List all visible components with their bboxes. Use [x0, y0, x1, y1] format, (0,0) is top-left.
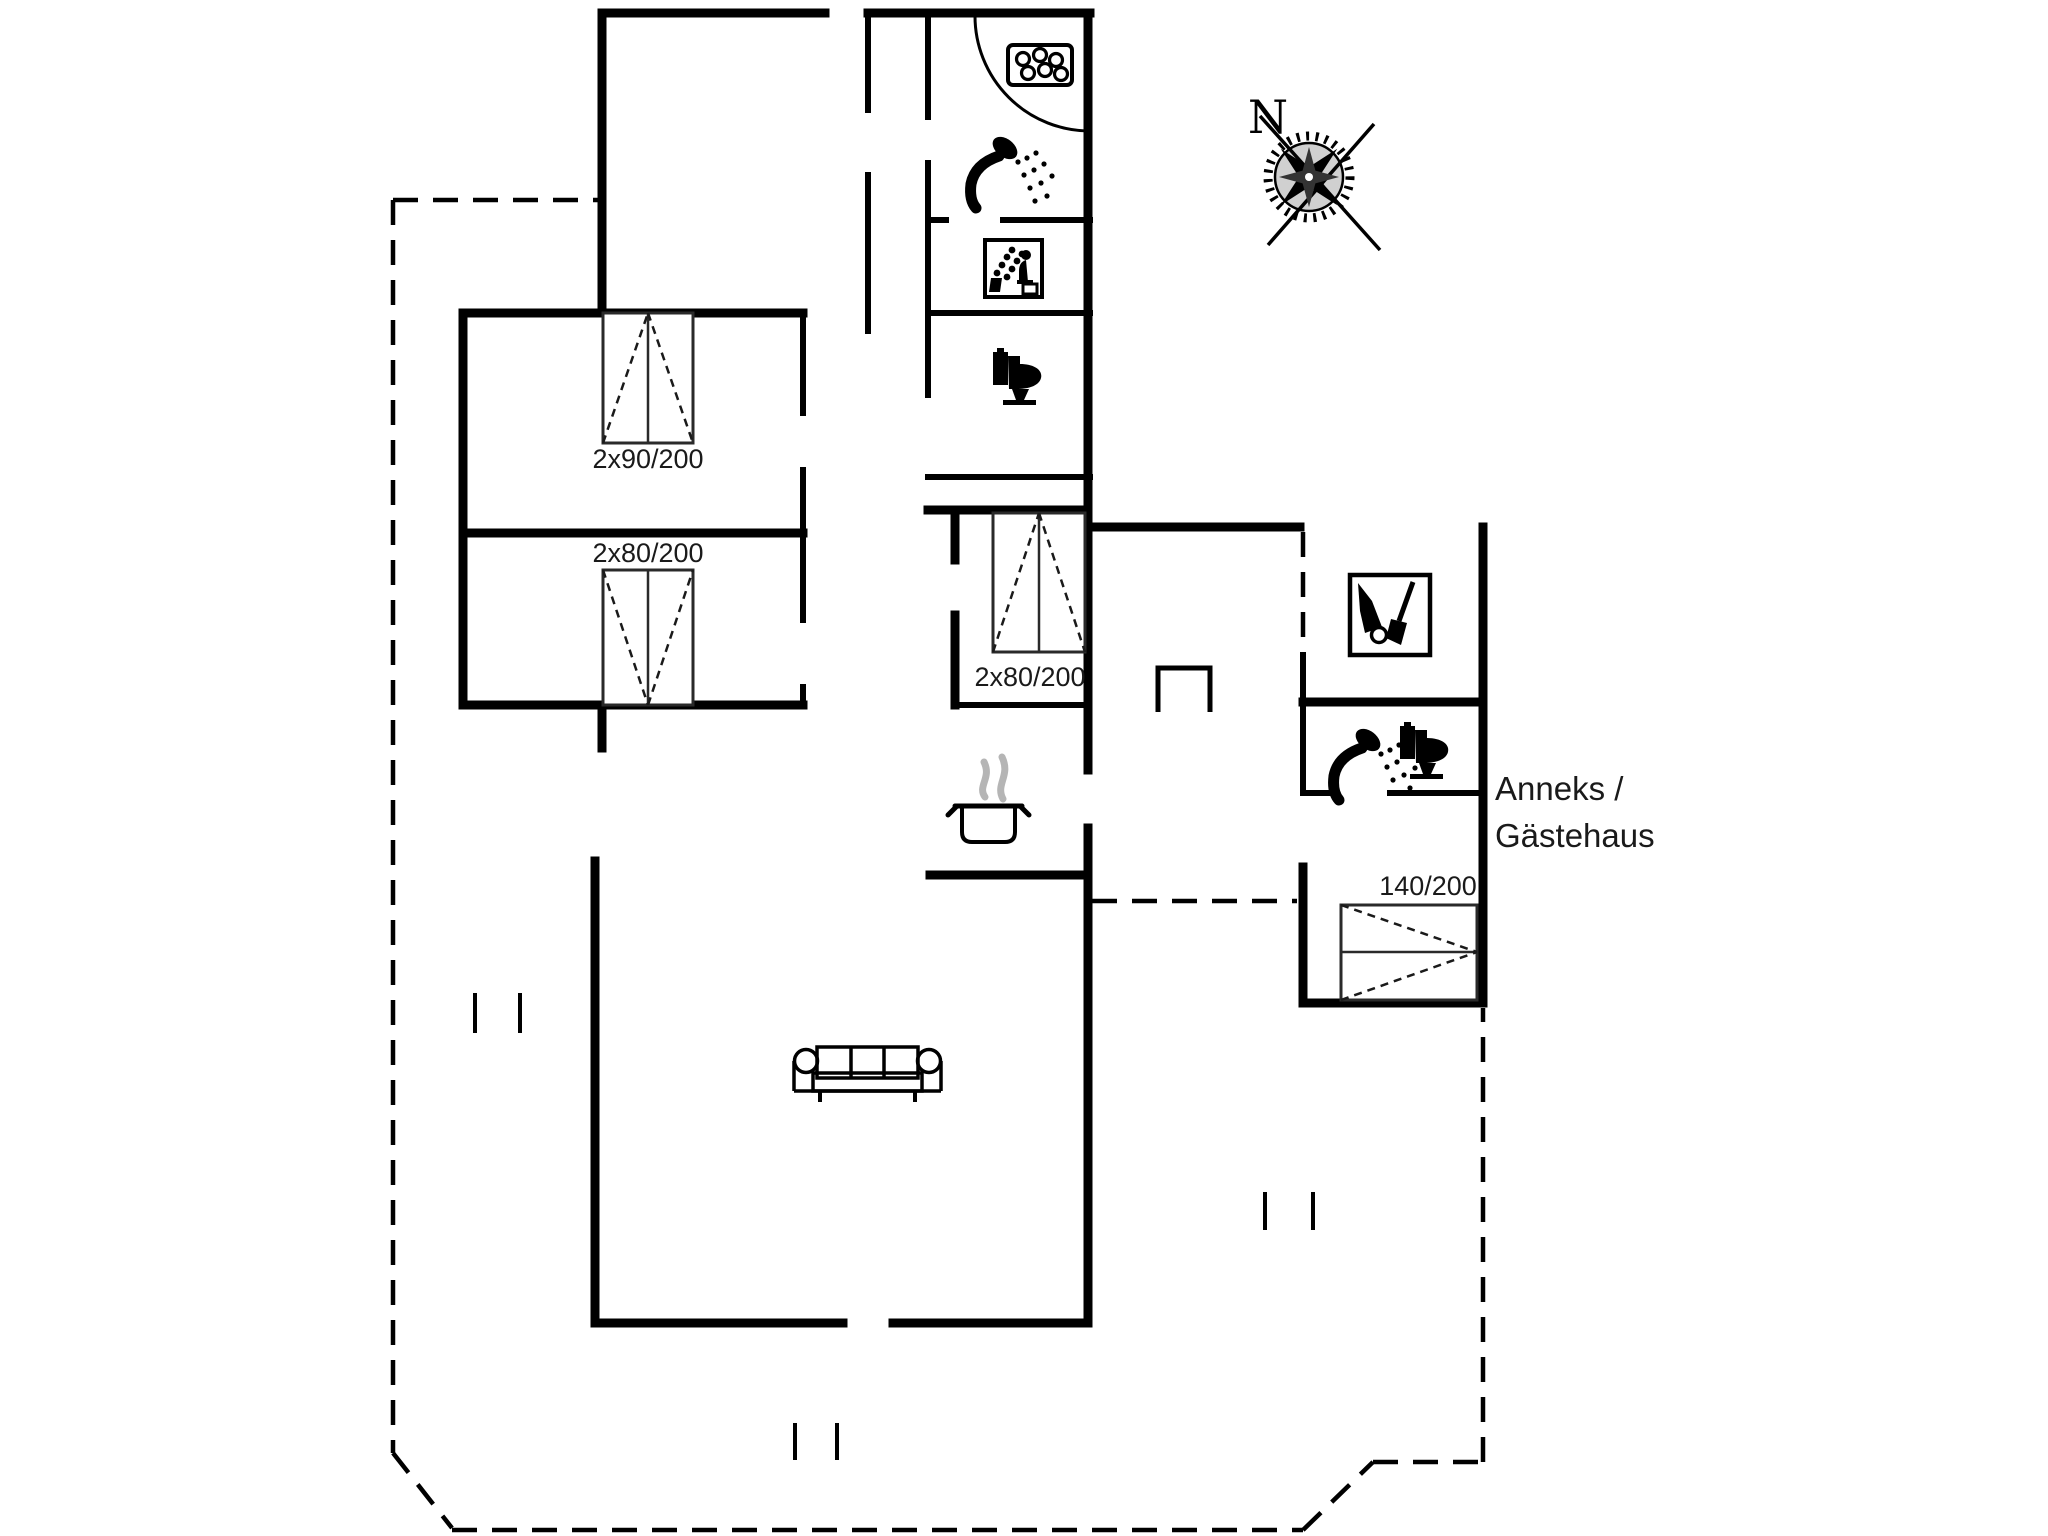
bed-label: 140/200 — [1379, 871, 1477, 901]
cooking-pot-icon — [945, 753, 1032, 844]
annex-label: Anneks / Gästehaus — [1495, 770, 1655, 854]
window-tick-marks — [473, 993, 1315, 1460]
tools-icon — [1347, 572, 1433, 658]
annex-label-line1: Anneks / — [1495, 770, 1624, 807]
interior-partition-walls — [800, 10, 1093, 708]
bed-double-left: 2x80/200 — [592, 538, 704, 707]
bed-label: 2x80/200 — [592, 538, 703, 568]
annex-label-line2: Gästehaus — [1495, 817, 1655, 854]
compass-north-label: N — [1248, 90, 1288, 144]
terrace-dashed-outline — [390, 197, 1486, 1533]
bed-double-top: 2x90/200 — [592, 311, 704, 474]
sauna-icon — [983, 238, 1044, 299]
bed-annex: 140/200 — [1339, 871, 1479, 1002]
sofa-icon — [792, 1045, 943, 1102]
bed-double-middle: 2x80/200 — [974, 511, 1087, 692]
toilet-icon — [993, 348, 1042, 405]
annex-toilet-icon — [1400, 722, 1449, 779]
shower-icon — [971, 132, 1055, 208]
compass-rose-icon: N — [1248, 90, 1382, 252]
entry-door-arc — [973, 15, 1091, 133]
annex-walls — [1298, 522, 1488, 1008]
fireplace-icon — [1155, 665, 1213, 712]
whirlpool-icon — [1006, 43, 1074, 87]
bed-label: 2x90/200 — [592, 444, 703, 474]
bed-label: 2x80/200 — [974, 662, 1085, 692]
